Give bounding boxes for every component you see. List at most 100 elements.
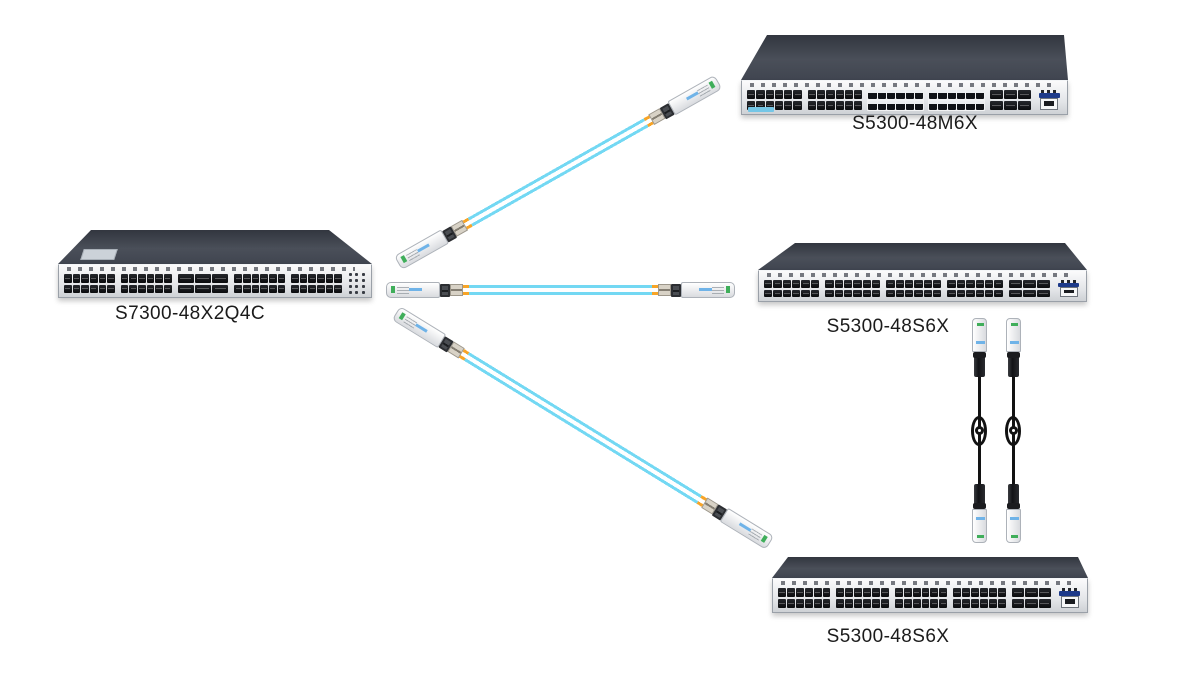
sfp-port [813, 588, 822, 597]
sfp-port [930, 599, 939, 608]
sfp-port [325, 284, 334, 293]
port-number-strip [767, 273, 1070, 277]
transceiver-label-stripe [417, 243, 430, 253]
sfp-port [782, 280, 792, 288]
rj45-port [947, 101, 957, 110]
rj45-port [947, 90, 957, 99]
transceiver-label-text [712, 287, 724, 295]
port-groups [63, 273, 367, 294]
transceiver-label-stripe [415, 323, 428, 333]
rj45-port [929, 90, 938, 99]
sfp-port [810, 280, 820, 288]
sfp-port [914, 289, 923, 297]
sfp-port-group [777, 587, 831, 609]
sfp-port [234, 284, 243, 293]
switch-front-panel [758, 270, 1087, 302]
sfp-port [120, 274, 129, 283]
sfp-port [243, 274, 251, 283]
sfp-port [795, 588, 804, 597]
sfp-port [994, 289, 1003, 297]
cable-coil-center [1008, 426, 1018, 435]
sfp-port [817, 90, 826, 99]
sfp-port [834, 289, 843, 297]
duplex-fiber-cable [469, 284, 652, 296]
fiber-boot [463, 284, 469, 296]
management-area [1056, 587, 1083, 609]
cable-strain-relief [972, 352, 986, 377]
dac-copper-cable [1005, 377, 1021, 484]
transceiver-label-mark [1010, 535, 1018, 538]
rj45-port-group [867, 89, 925, 111]
cable-strain-relief [1006, 484, 1020, 509]
rj45-port [966, 90, 975, 99]
sfp-plus-port-group [1008, 279, 1051, 298]
sfp-transceiver [971, 318, 987, 352]
status-led [361, 285, 365, 288]
management-port [1040, 98, 1059, 110]
status-led [348, 291, 352, 294]
sfp-port [871, 280, 881, 288]
sfp-port [862, 280, 871, 288]
sfp-port [933, 289, 942, 297]
sfp-port [997, 599, 1006, 608]
qsfp-port [177, 274, 194, 283]
management-area [1036, 89, 1063, 111]
sfp-port [756, 101, 765, 110]
sfp-port [334, 284, 342, 293]
sfp-port [268, 274, 277, 283]
sfp-port [871, 289, 881, 297]
switch-s5300-48s6x-bottom: S5300-48S6X [772, 557, 1088, 653]
sfp-port [747, 90, 756, 99]
rj45-port [877, 101, 887, 110]
sfp-port [268, 284, 277, 293]
qsfp-port [212, 284, 229, 293]
sfp-port [64, 284, 72, 293]
sfp-port [845, 599, 854, 608]
sfp-port [765, 101, 774, 110]
rj45-port [957, 101, 966, 110]
rj45-port-group [928, 89, 985, 111]
sfp-port-group [233, 273, 286, 294]
switch-front-panel [58, 264, 372, 298]
transceiver-label-text [397, 287, 409, 295]
cable-strain-relief [1006, 352, 1020, 377]
cable-coil-center [974, 426, 984, 435]
sfp-port [956, 280, 966, 288]
sfp-plus-port [1011, 599, 1025, 608]
sfp-port [984, 280, 994, 288]
sfp-port [146, 274, 155, 283]
sfp-port [793, 101, 802, 110]
sfp-port [988, 588, 997, 597]
port-number-strip [67, 267, 355, 271]
management-area [1055, 279, 1082, 298]
sfp-port [947, 289, 956, 297]
sfp-latch [671, 283, 681, 297]
front-panel-sticker [748, 107, 774, 112]
sfp-port [81, 274, 89, 283]
sfp-port [801, 280, 810, 288]
sfp-port [843, 289, 853, 297]
rj45-port [887, 101, 896, 110]
sfp-port [308, 284, 317, 293]
sfp-port [894, 588, 903, 597]
sfp-port [953, 599, 962, 608]
sfp-port [764, 280, 773, 288]
transceiver-label-stripe [975, 341, 985, 344]
management-port [1059, 286, 1078, 297]
sfp-plus-port [1017, 101, 1031, 110]
sfp-port [822, 588, 831, 597]
sfp-port [988, 599, 997, 608]
sfp-port [933, 280, 942, 288]
status-led [348, 279, 352, 282]
duplex-fiber-cable [467, 117, 650, 228]
transceiver-label-stripe [685, 91, 699, 101]
sfp-port [843, 280, 853, 288]
sfp-port [299, 274, 308, 283]
port-groups [777, 587, 1083, 609]
sfp-port [786, 599, 795, 608]
rj45-port [914, 101, 924, 110]
sfp-port [155, 284, 163, 293]
sfp-port [804, 599, 813, 608]
rj45-port [938, 90, 947, 99]
sfp-port [895, 289, 905, 297]
